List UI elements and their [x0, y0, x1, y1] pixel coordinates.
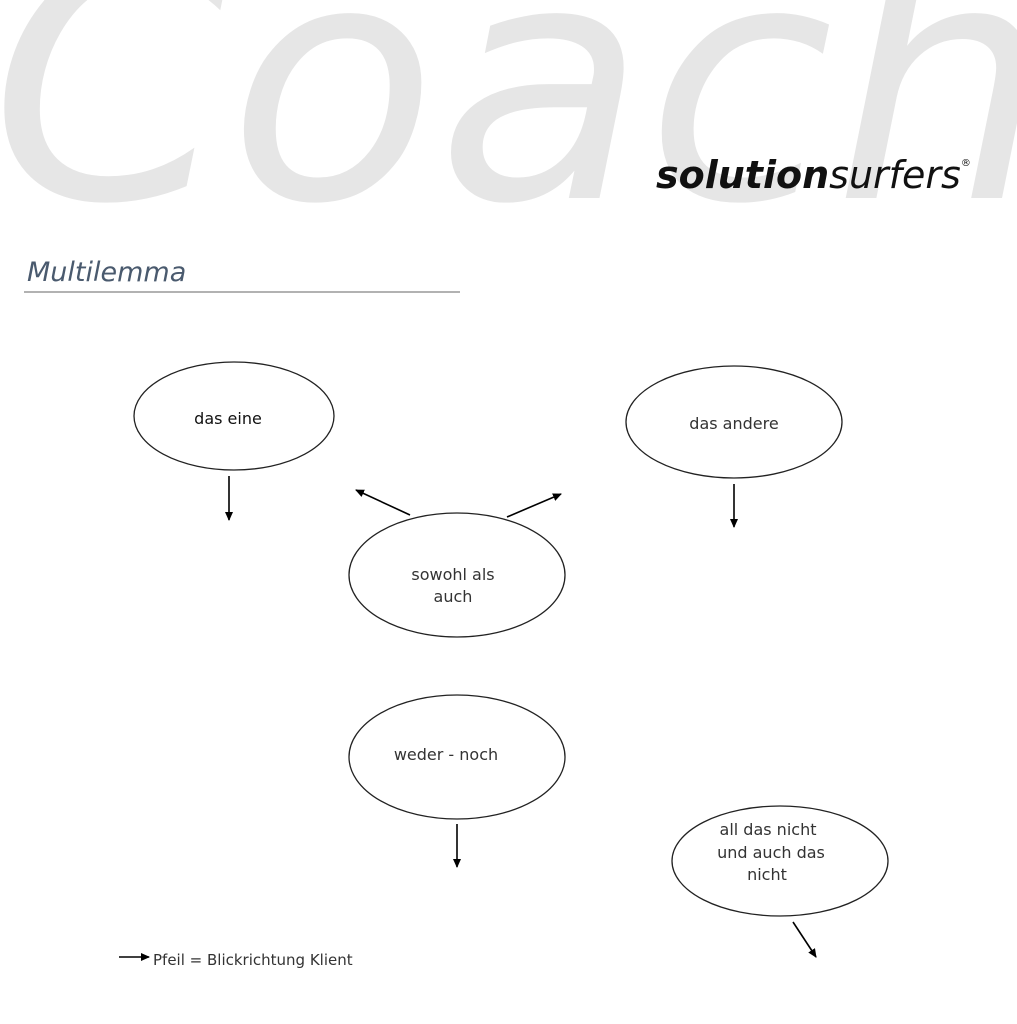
arrow-icon	[355, 489, 411, 516]
node-label: und auch das	[717, 843, 825, 862]
watermark: Coach	[0, 0, 1017, 276]
node-label: weder - noch	[394, 745, 498, 764]
node-label: sowohl als	[411, 565, 494, 584]
node-ellipse-das-andere	[625, 365, 843, 479]
legend-text: Pfeil = Blickrichtung Klient	[153, 951, 353, 969]
node-label: nicht	[747, 865, 787, 884]
node-ellipse-weder-noch	[348, 694, 566, 820]
node-label: auch	[434, 587, 473, 606]
logo-bold: solution	[656, 153, 829, 197]
page-title: Multilemma	[27, 257, 186, 288]
node-ellipse-all-das-nicht	[671, 805, 889, 917]
node-ellipse-sowohl-als-auch	[348, 512, 566, 638]
node-label: das eine	[194, 409, 262, 428]
arrow-icon	[506, 493, 562, 518]
node-label: das andere	[689, 414, 778, 433]
node-ellipse-das-eine	[133, 361, 335, 471]
arrow-icon	[792, 921, 817, 958]
logo: solutionsurfers®	[656, 153, 971, 197]
node-label: all das nicht	[720, 820, 817, 839]
logo-light: surfers	[829, 153, 961, 197]
logo-mark: ®	[961, 158, 971, 169]
